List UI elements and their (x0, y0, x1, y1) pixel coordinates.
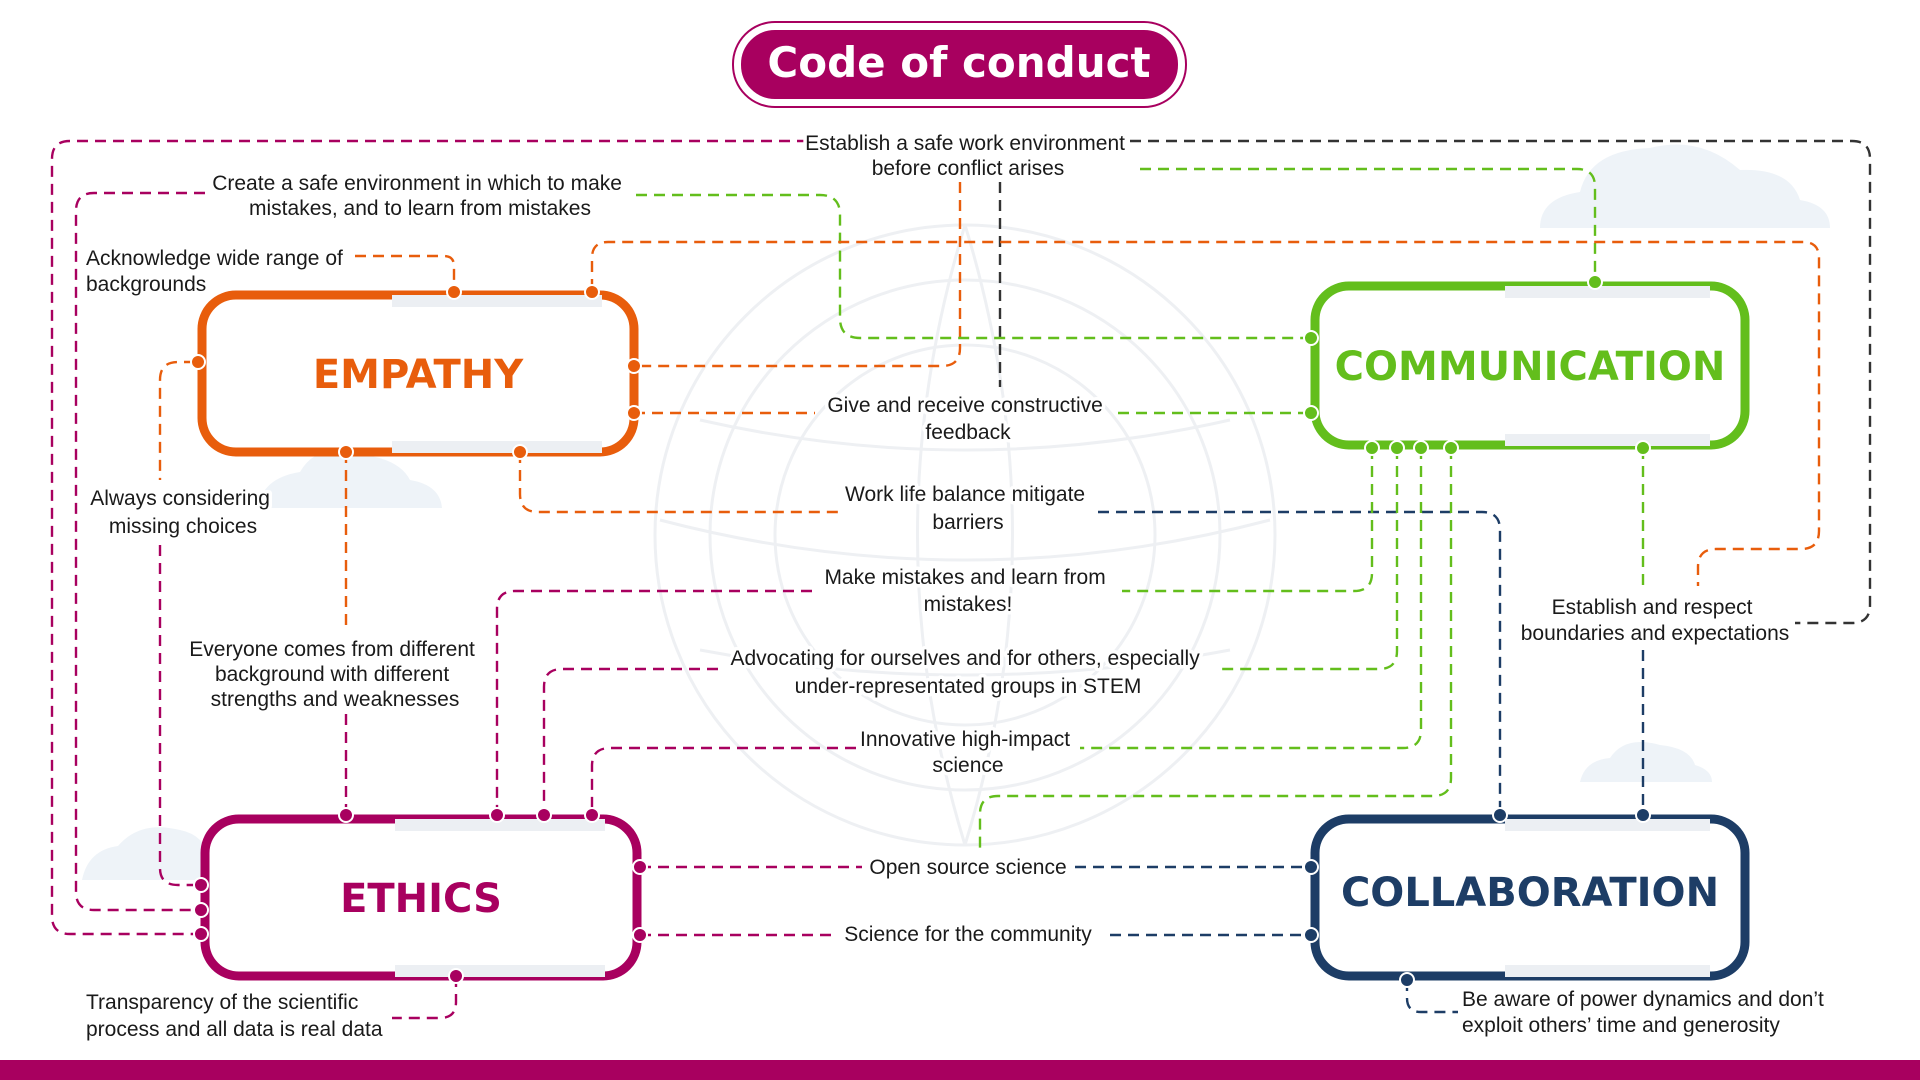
connector-dot (193, 877, 209, 893)
label-missing-choices: Always considering missing choices (90, 487, 276, 538)
empathy-title: EMPATHY (313, 352, 524, 398)
connector-communication-advocating (1220, 448, 1399, 671)
title-ring (732, 21, 1187, 108)
footer-bar (0, 1060, 1920, 1080)
communication-box-shade (1505, 434, 1710, 446)
label-feedback: Give and receive constructive feedback (827, 394, 1108, 444)
connector-dot (446, 284, 462, 300)
connector-safe-mistakes-communication (636, 193, 1311, 340)
connector-dot (193, 902, 209, 918)
page-title: Code of conduct (767, 38, 1150, 87)
connector-safe-work-ethics (50, 139, 808, 936)
connector-dot (1303, 405, 1319, 421)
communication-title: COMMUNICATION (1335, 344, 1726, 390)
connector-dot (1635, 440, 1651, 456)
connector-dot (536, 807, 552, 823)
connector-dot (1587, 274, 1603, 290)
ethics-node: ETHICS (200, 814, 642, 981)
label-work-life: Work life balance mitigate barriers (845, 483, 1091, 534)
label-boundaries: Establish and respect boundaries and exp… (1521, 596, 1790, 645)
connector-dot (632, 927, 648, 943)
connector-dot (1492, 807, 1508, 823)
connector-dot (1364, 440, 1380, 456)
connector-dot (190, 354, 206, 370)
connector-dot (1443, 440, 1459, 456)
empathy-node: EMPATHY (197, 290, 639, 457)
cloud-decoration (82, 144, 1830, 880)
empathy-box-shade (392, 295, 602, 307)
connector-dot (448, 968, 464, 984)
label-safe-mistakes: Create a safe environment in which to ma… (212, 172, 628, 220)
connector-empathy-boundaries (590, 240, 1821, 586)
connector-dot (1389, 440, 1405, 456)
connector-ethics-transparency (392, 976, 458, 1020)
label-power: Be aware of power dynamics and don’t exp… (1462, 988, 1830, 1037)
connector-dot (1303, 927, 1319, 943)
connector-dot (626, 405, 642, 421)
background-decoration (82, 144, 1830, 880)
connector-safe-work-empathy (632, 182, 962, 368)
connector-dot (338, 444, 354, 460)
communication-node: COMMUNICATION (1310, 281, 1750, 450)
label-safe-work: Establish a safe work environment before… (805, 132, 1131, 180)
connector-dot (1303, 859, 1319, 875)
connector-innovative-ethics (590, 746, 856, 815)
connector-safe-work-collaboration (1130, 139, 1872, 625)
label-transparency: Transparency of the scientific process a… (86, 991, 383, 1041)
connector-communication-open-source (978, 448, 1453, 850)
connector-dot (1303, 330, 1319, 346)
title-pill (737, 26, 1182, 103)
connector-dot (193, 926, 209, 942)
label-learn-mistakes: Make mistakes and learn from mistakes! (824, 566, 1111, 616)
connector-dot (1635, 807, 1651, 823)
ethics-title: ETHICS (340, 876, 502, 922)
collaboration-node: COLLABORATION (1310, 814, 1750, 981)
connector-dot (1413, 440, 1429, 456)
collaboration-title: COLLABORATION (1341, 870, 1719, 916)
connector-communication-learn-mistakes (1122, 448, 1374, 593)
connector-work-life-collaboration (1098, 510, 1502, 815)
connector-dot (338, 807, 354, 823)
connector-dot (626, 358, 642, 374)
connector-collaboration-power (1405, 980, 1458, 1014)
connector-dot (584, 807, 600, 823)
connector-dot (632, 859, 648, 875)
label-advocating: Advocating for ourselves and for others,… (730, 647, 1205, 698)
globe-watermark (653, 223, 1277, 847)
connector-dots (190, 274, 1651, 988)
connector-dot (1399, 972, 1415, 988)
communication-box-shade (1505, 286, 1710, 298)
connector-backgrounds-empathy (355, 254, 456, 290)
label-innovative: Innovative high-impact science (860, 728, 1076, 777)
connector-missing-choices-ethics (158, 545, 201, 887)
connector-dot (512, 444, 528, 460)
ethics-box-shade (395, 965, 605, 977)
connector-safe-mistakes-ethics (74, 191, 205, 912)
label-strengths: Everyone comes from different background… (189, 638, 480, 711)
ethics-box-shade (395, 819, 605, 831)
connector-learn-mistakes-ethics (495, 589, 812, 815)
connector-dot (489, 807, 505, 823)
connector-empathy-missing-choices (158, 360, 195, 480)
label-backgrounds: Acknowledge wide range of backgrounds (86, 247, 349, 296)
collaboration-box-shade (1505, 819, 1710, 831)
connector-dot (584, 284, 600, 300)
title-banner: Code of conduct (732, 21, 1187, 108)
connector-communication-innovative (1080, 448, 1423, 750)
connector-safe-work-communication (1140, 167, 1597, 282)
collaboration-box-shade (1505, 965, 1710, 977)
empathy-box-shade (392, 441, 602, 453)
statement-labels: Establish a safe work environment before… (83, 129, 1830, 1045)
connectors (50, 139, 1872, 1020)
label-community: Science for the community (844, 923, 1092, 946)
connector-empathy-work-life (518, 452, 842, 514)
connector-advocating-ethics (542, 667, 718, 815)
label-open-source: Open source science (869, 856, 1066, 879)
